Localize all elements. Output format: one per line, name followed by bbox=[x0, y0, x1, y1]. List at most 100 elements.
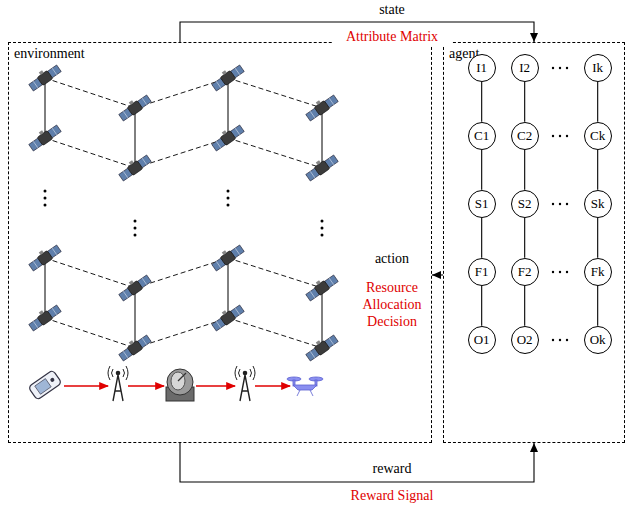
illustration-part bbox=[552, 339, 554, 341]
panel-grid bbox=[52, 248, 57, 255]
inter-plane-link bbox=[45, 138, 135, 168]
satellite-body bbox=[37, 70, 53, 85]
satellite-icon bbox=[116, 332, 151, 362]
connector-line bbox=[524, 218, 525, 258]
ellipsis-dot bbox=[44, 190, 47, 193]
node-label: O1 bbox=[474, 332, 490, 348]
connector-line bbox=[481, 150, 482, 190]
satellite-icon bbox=[209, 302, 244, 332]
inter-plane-link bbox=[228, 258, 322, 288]
illustration-part bbox=[566, 203, 568, 205]
illustration-part bbox=[297, 390, 313, 396]
panel-grid bbox=[33, 261, 38, 268]
ellipsis-dot bbox=[227, 204, 230, 207]
environment-box: environment bbox=[8, 42, 432, 443]
illustration-part bbox=[64, 385, 108, 386]
connector bbox=[597, 82, 598, 122]
illustration-part bbox=[566, 271, 568, 273]
panel-grid bbox=[142, 278, 147, 285]
intra-plane-link bbox=[135, 108, 136, 168]
panel-grid bbox=[235, 308, 240, 315]
arrow-head bbox=[530, 33, 538, 42]
connector bbox=[524, 150, 525, 190]
illustration-part bbox=[28, 370, 62, 400]
attribute-circle: Sk bbox=[584, 190, 612, 218]
satellite-icon bbox=[116, 152, 151, 182]
satellite-body bbox=[127, 340, 143, 355]
panel-grid bbox=[216, 81, 221, 88]
connector bbox=[481, 218, 482, 258]
satellite-antenna bbox=[129, 280, 134, 285]
attribute-circle: Fk bbox=[584, 258, 612, 286]
inter-plane-link bbox=[228, 78, 322, 108]
illustration-part bbox=[293, 385, 317, 390]
satellite-icon bbox=[116, 92, 151, 122]
panel-grid bbox=[33, 321, 38, 328]
node-label: Ck bbox=[590, 128, 605, 144]
panel-grid bbox=[216, 321, 221, 328]
illustration-part bbox=[240, 375, 250, 401]
inter-plane-link bbox=[135, 318, 228, 348]
panel-grid bbox=[329, 158, 334, 165]
satellite-antenna bbox=[129, 100, 134, 105]
ellipsis-dot bbox=[134, 234, 137, 237]
satellite-body bbox=[37, 310, 53, 325]
illustration-part bbox=[108, 366, 128, 380]
panel-grid bbox=[123, 351, 128, 358]
connector bbox=[524, 218, 525, 258]
ellipsis-dots bbox=[44, 190, 324, 237]
satellite-icon bbox=[303, 92, 338, 122]
illustration-part bbox=[50, 377, 56, 383]
illustration-part bbox=[566, 135, 568, 137]
annotation-label: Reward Signal bbox=[332, 488, 452, 505]
node-label: F2 bbox=[518, 264, 532, 280]
node-label: F1 bbox=[475, 264, 489, 280]
satellite-icon bbox=[303, 152, 338, 182]
satellite-antenna bbox=[222, 70, 227, 75]
illustration-part bbox=[552, 203, 554, 205]
box-title: environment bbox=[14, 46, 85, 62]
arrow-head bbox=[432, 271, 441, 279]
node-label: Ok bbox=[590, 332, 606, 348]
connector-line bbox=[597, 286, 598, 326]
edge-label: reward bbox=[352, 461, 432, 478]
panel-grid bbox=[123, 171, 128, 178]
satellite-body bbox=[127, 280, 143, 295]
attribute-circle: S2 bbox=[511, 190, 539, 218]
tower-icon bbox=[108, 366, 128, 401]
panel-grid bbox=[310, 351, 315, 358]
inter-plane-link bbox=[135, 78, 228, 108]
illustration-part bbox=[559, 135, 561, 137]
panel-grid bbox=[33, 141, 38, 148]
panel-grid bbox=[235, 128, 240, 135]
illustration-part bbox=[235, 366, 255, 380]
drone-icon bbox=[287, 377, 323, 396]
intra-plane-link bbox=[322, 108, 323, 168]
panel-grid bbox=[52, 68, 57, 75]
panel-grid bbox=[310, 291, 315, 298]
inter-plane-link bbox=[45, 258, 135, 288]
illustration-part bbox=[35, 379, 51, 395]
satellite-body bbox=[220, 250, 236, 265]
panel-grid bbox=[142, 338, 147, 345]
illustration-part bbox=[196, 385, 235, 386]
illustration-part bbox=[552, 135, 554, 137]
satellite-links bbox=[45, 78, 322, 348]
attribute-circle: I1 bbox=[468, 54, 496, 82]
agent-box: agentI1I2IkC1C2CkS1S2SkF1F2FkO1O2Ok bbox=[443, 42, 625, 443]
inter-plane-link bbox=[45, 78, 135, 108]
satellite-body bbox=[314, 160, 330, 175]
panel-grid bbox=[329, 278, 334, 285]
connector-line bbox=[597, 150, 598, 190]
connector bbox=[180, 443, 538, 482]
satellite-antenna bbox=[39, 310, 44, 315]
attribute-circle: O1 bbox=[468, 326, 496, 354]
inter-plane-link bbox=[228, 138, 322, 168]
panel-grid bbox=[52, 128, 57, 135]
satellite-antenna bbox=[39, 70, 44, 75]
connector bbox=[481, 286, 482, 326]
edge-label: action bbox=[359, 251, 425, 268]
panel-grid bbox=[52, 308, 57, 315]
attribute-circle: Ik bbox=[584, 54, 612, 82]
